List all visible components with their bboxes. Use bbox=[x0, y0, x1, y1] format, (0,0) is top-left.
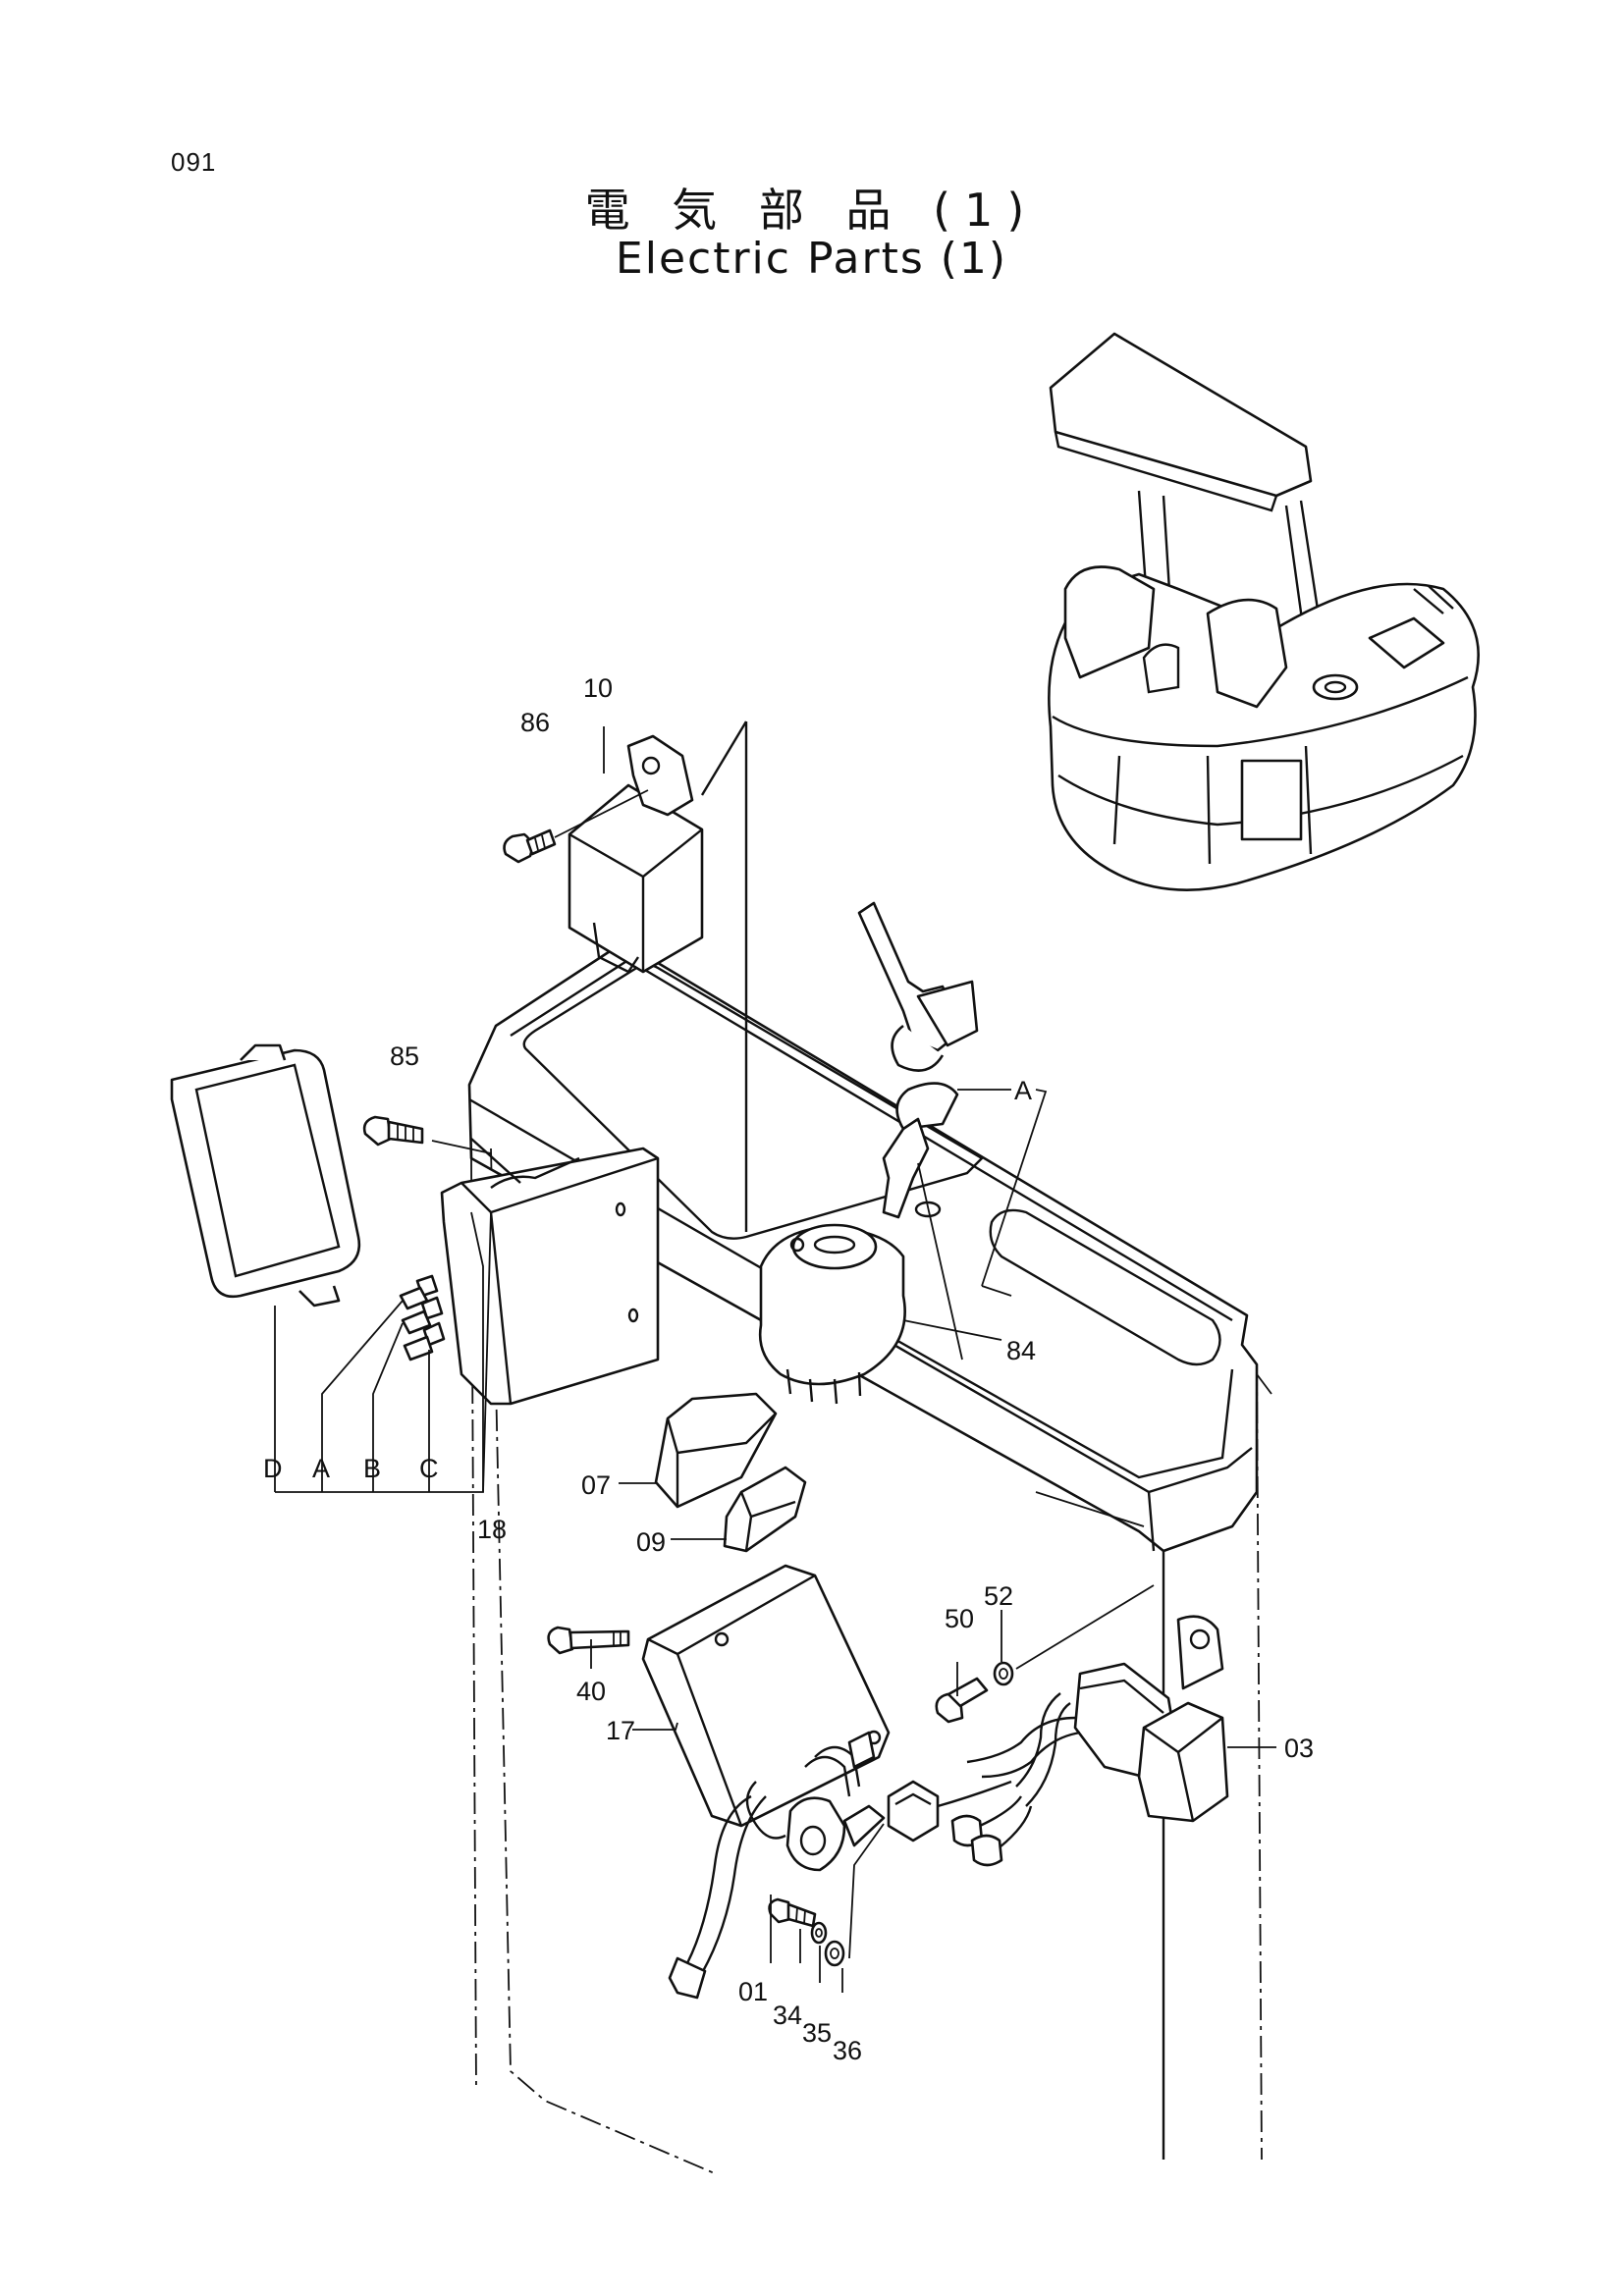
fuse-box-cover bbox=[170, 1043, 361, 1308]
part-17-controller bbox=[641, 1564, 891, 1828]
callout-17: 17 bbox=[606, 1716, 635, 1745]
callout-52: 52 bbox=[984, 1581, 1013, 1611]
callout-07: 07 bbox=[581, 1470, 611, 1500]
callout-34: 34 bbox=[773, 2001, 802, 2030]
dashboard-console bbox=[467, 940, 1272, 2175]
callout-C: C bbox=[419, 1454, 439, 1483]
callout-85: 85 bbox=[390, 1041, 419, 1071]
part-03-switch-assembly bbox=[887, 1615, 1229, 1867]
callout-09: 09 bbox=[636, 1527, 666, 1557]
part-36-washer bbox=[824, 1940, 845, 1967]
part-07-switch bbox=[654, 1392, 778, 1509]
part-09-switch bbox=[723, 1466, 807, 1553]
callout-86: 86 bbox=[520, 708, 550, 737]
part-52-washer bbox=[993, 1661, 1014, 1686]
callout-A: A bbox=[312, 1454, 330, 1483]
callout-35: 35 bbox=[802, 2018, 832, 2048]
callout-40: 40 bbox=[576, 1677, 606, 1706]
leader-lines bbox=[274, 726, 1276, 1993]
title-japanese: 電 気 部 品 (1) bbox=[584, 184, 1039, 237]
callout-labels: 10 86 85 A 84 D A B C 18 07 09 40 17 50 … bbox=[263, 673, 1314, 2065]
page-number: 091 bbox=[171, 147, 217, 177]
callout-36: 36 bbox=[833, 2036, 862, 2065]
callout-10: 10 bbox=[583, 673, 613, 703]
callout-84: 84 bbox=[1006, 1336, 1036, 1365]
callout-03: 03 bbox=[1284, 1734, 1314, 1763]
forklift-overview-illustration bbox=[1048, 332, 1481, 891]
callout-18: 18 bbox=[477, 1515, 507, 1544]
callout-01: 01 bbox=[738, 1977, 768, 2006]
part-50-bolt bbox=[935, 1677, 989, 1724]
part-35-washer bbox=[810, 1921, 828, 1945]
part-84-keys-and-ignition bbox=[758, 901, 1048, 1405]
part-18-fuse-box bbox=[440, 1138, 660, 1406]
title-english: Electric Parts (1) bbox=[615, 234, 1008, 284]
part-86-screw bbox=[503, 789, 649, 864]
part-85-bolt bbox=[362, 1115, 424, 1147]
part-34-screw bbox=[768, 1897, 817, 1928]
callout-50: 50 bbox=[945, 1604, 974, 1633]
part-10-relay bbox=[568, 721, 748, 1232]
callout-D: D bbox=[263, 1454, 283, 1483]
callout-A-key: A bbox=[1014, 1076, 1032, 1105]
part-01-sensor bbox=[668, 1731, 886, 2000]
fuses bbox=[399, 1274, 446, 1362]
callout-B: B bbox=[363, 1454, 381, 1483]
part-40-bolt bbox=[547, 1626, 630, 1655]
